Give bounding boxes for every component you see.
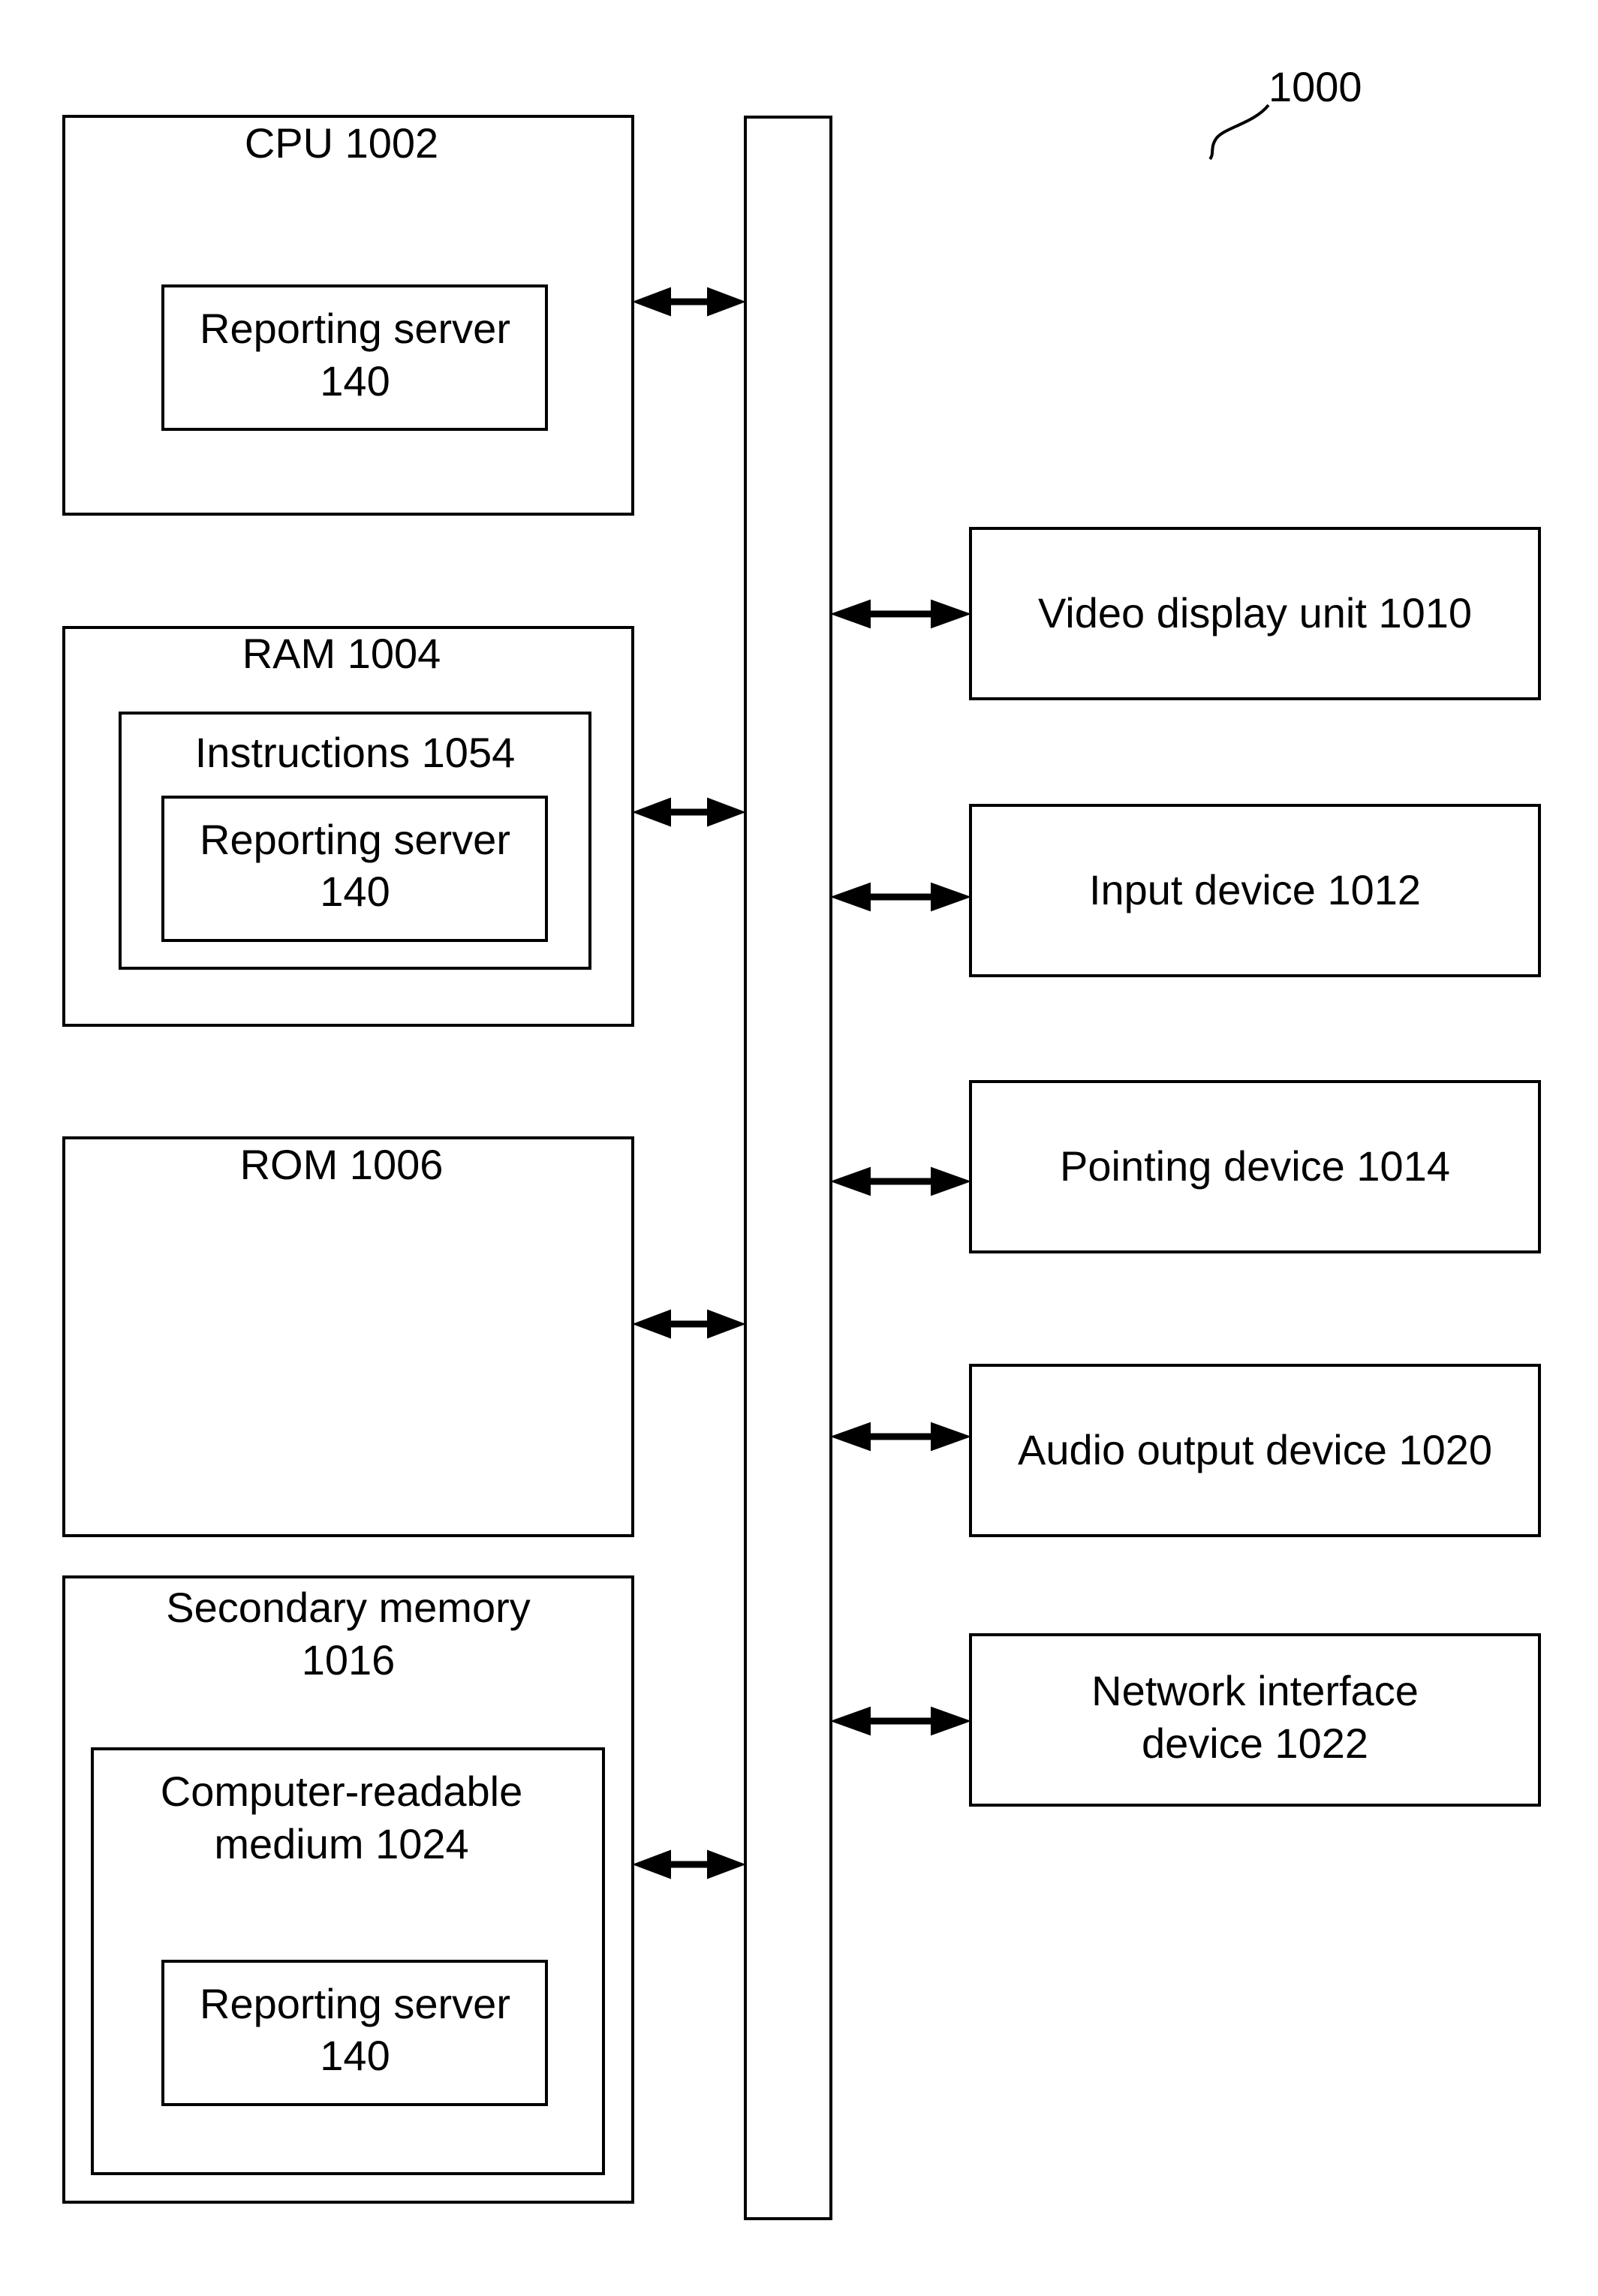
ram-title: RAM 1004 <box>242 630 441 677</box>
ram-bus-arrow-head-left <box>634 799 670 826</box>
pointing-bus-arrow <box>832 1168 969 1195</box>
pointing-bus-arrow-head-right <box>931 1168 969 1195</box>
computer-readable-medium-line2: medium 1024 <box>214 1820 468 1867</box>
input-device-label: Input device 1012 <box>1089 866 1421 913</box>
rom-bus-arrow-head-right <box>708 1310 744 1338</box>
pointing-bus-arrow-head-left <box>832 1168 870 1195</box>
input-bus-arrow <box>832 883 969 910</box>
ram-bus-arrow-head-right <box>708 799 744 826</box>
cpu-block: CPU 1002 Reporting server 140 <box>64 116 633 514</box>
video-bus-arrow <box>832 600 969 627</box>
network-bus-arrow-head-left <box>832 1708 870 1735</box>
cpu-bus-arrow-head-left <box>634 288 670 315</box>
computer-readable-medium-line1: Computer-readable <box>161 1768 522 1815</box>
system-bus <box>745 117 831 2219</box>
input-bus-arrow-head-right <box>931 883 969 910</box>
network-interface-device-block: Network interface device 1022 <box>971 1635 1539 1805</box>
secondary-memory-block: Secondary memory 1016 Computer-readable … <box>64 1577 633 2202</box>
figure-ref-label: 1000 <box>1268 63 1362 110</box>
network-interface-device-line2: device 1022 <box>1142 1720 1368 1767</box>
cpu-bus-arrow-head-right <box>708 288 744 315</box>
video-display-unit-block: Video display unit 1010 <box>971 528 1539 699</box>
ram-bus-arrow <box>634 799 744 826</box>
video-display-unit-label: Video display unit 1010 <box>1038 589 1472 636</box>
figure-ref-leader <box>1210 105 1268 159</box>
cpu-reporting-server-line1: Reporting server <box>200 305 510 352</box>
network-bus-arrow <box>832 1708 969 1735</box>
secondary-memory-line1: Secondary memory <box>166 1584 531 1631</box>
input-device-block: Input device 1012 <box>971 805 1539 976</box>
ram-reporting-server-line2: 140 <box>320 868 390 915</box>
audio-bus-arrow <box>832 1423 969 1450</box>
secondary-memory-line2: 1016 <box>302 1636 396 1684</box>
audio-output-device-block: Audio output device 1020 <box>971 1365 1539 1536</box>
rom-title: ROM 1006 <box>240 1141 444 1188</box>
rom-block: ROM 1006 <box>64 1138 633 1536</box>
cpu-reporting-server-line2: 140 <box>320 357 390 405</box>
secondary-reporting-server-line2: 140 <box>320 2032 390 2079</box>
rom-bus-arrow <box>634 1310 744 1338</box>
audio-bus-arrow-head-right <box>931 1423 969 1450</box>
pointing-device-block: Pointing device 1014 <box>971 1082 1539 1252</box>
secondary-bus-arrow <box>634 1851 744 1878</box>
rom-bus-arrow-head-left <box>634 1310 670 1338</box>
instructions-title: Instructions 1054 <box>195 729 515 776</box>
video-bus-arrow-head-left <box>832 600 870 627</box>
cpu-bus-arrow <box>634 288 744 315</box>
secondary-reporting-server-line1: Reporting server <box>200 1980 510 2027</box>
network-bus-arrow-head-right <box>931 1708 969 1735</box>
audio-output-device-label: Audio output device 1020 <box>1018 1426 1492 1473</box>
video-bus-arrow-head-right <box>931 600 969 627</box>
rom-box <box>64 1138 633 1536</box>
cpu-title: CPU 1002 <box>245 119 438 167</box>
pointing-device-label: Pointing device 1014 <box>1060 1142 1450 1190</box>
secondary-bus-arrow-head-left <box>634 1851 670 1878</box>
network-interface-device-line1: Network interface <box>1091 1667 1419 1714</box>
audio-bus-arrow-head-left <box>832 1423 870 1450</box>
ram-block: RAM 1004 Instructions 1054 Reporting ser… <box>64 627 633 1025</box>
ram-reporting-server-line1: Reporting server <box>200 816 510 863</box>
input-bus-arrow-head-left <box>832 883 870 910</box>
secondary-bus-arrow-head-right <box>708 1851 744 1878</box>
